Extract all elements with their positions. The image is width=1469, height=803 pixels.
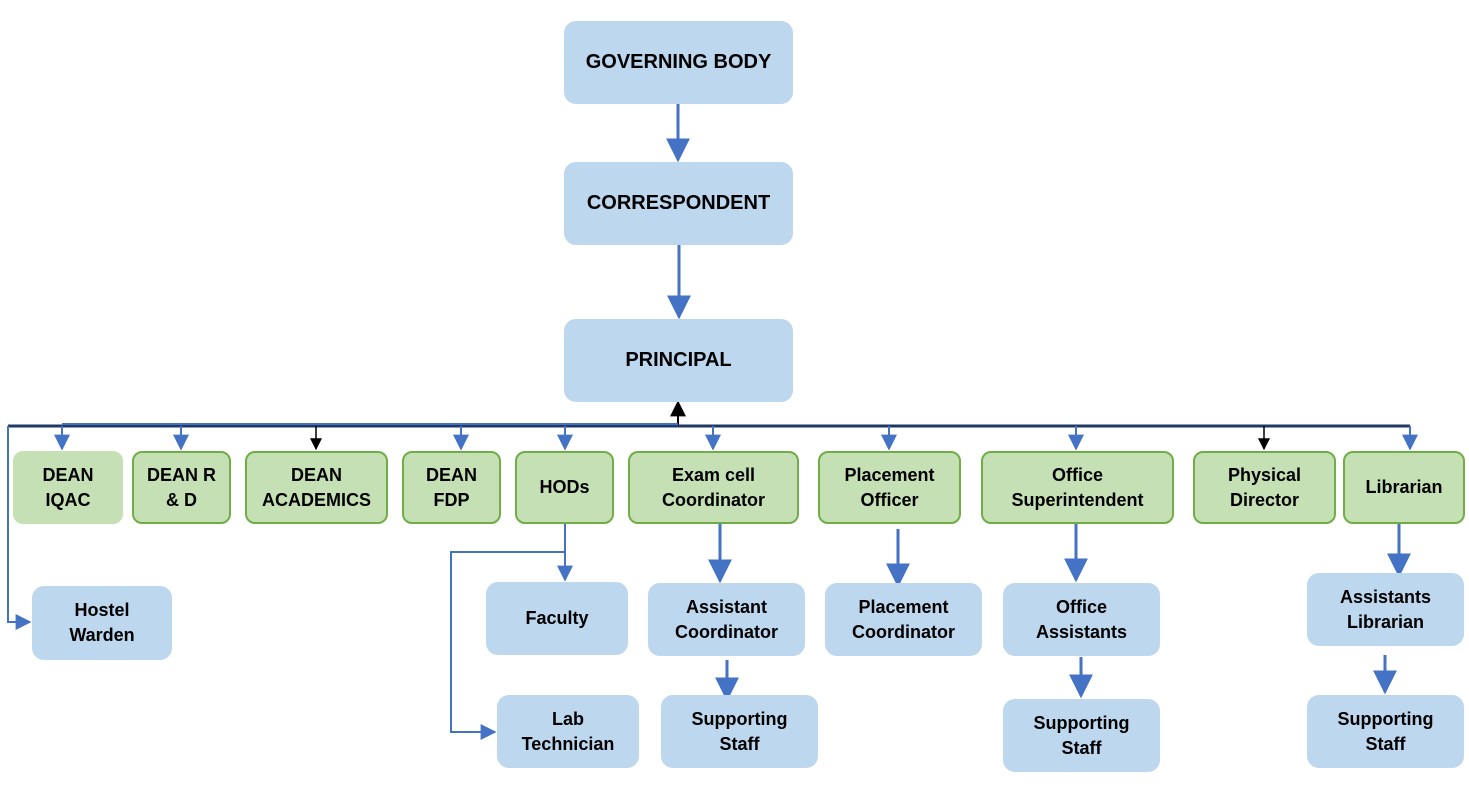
governing-body-node: GOVERNING BODY <box>564 21 793 104</box>
dean-iqac-node: DEAN IQAC <box>13 451 123 524</box>
lab-technician-node: Lab Technician <box>497 695 639 768</box>
assistant-coordinator-node: Assistant Coordinator <box>648 583 805 656</box>
dean-fdp-node: DEAN FDP <box>402 451 501 524</box>
dean-rd-node: DEAN R & D <box>132 451 231 524</box>
placement-coordinator-node: Placement Coordinator <box>825 583 982 656</box>
physical-director-node: Physical Director <box>1193 451 1336 524</box>
librarian-node: Librarian <box>1343 451 1465 524</box>
faculty-node: Faculty <box>486 582 628 655</box>
hods-node: HODs <box>515 451 614 524</box>
office-superintendent-node: Office Superintendent <box>981 451 1174 524</box>
connector-hods-to-lab-technician <box>450 551 565 740</box>
principal-node: PRINCIPAL <box>564 319 793 402</box>
exam-cell-coordinator-node: Exam cell Coordinator <box>628 451 799 524</box>
connector-hostel-warden <box>7 426 32 630</box>
correspondent-node: CORRESPONDENT <box>564 162 793 245</box>
office-assistants-node: Office Assistants <box>1003 583 1160 656</box>
exam-supporting-staff-node: Supporting Staff <box>661 695 818 768</box>
library-supporting-staff-node: Supporting Staff <box>1307 695 1464 768</box>
dean-academics-node: DEAN ACADEMICS <box>245 451 388 524</box>
office-supporting-staff-node: Supporting Staff <box>1003 699 1160 772</box>
assistants-librarian-node: Assistants Librarian <box>1307 573 1464 646</box>
placement-officer-node: Placement Officer <box>818 451 961 524</box>
hostel-warden-node: Hostel Warden <box>32 586 172 660</box>
